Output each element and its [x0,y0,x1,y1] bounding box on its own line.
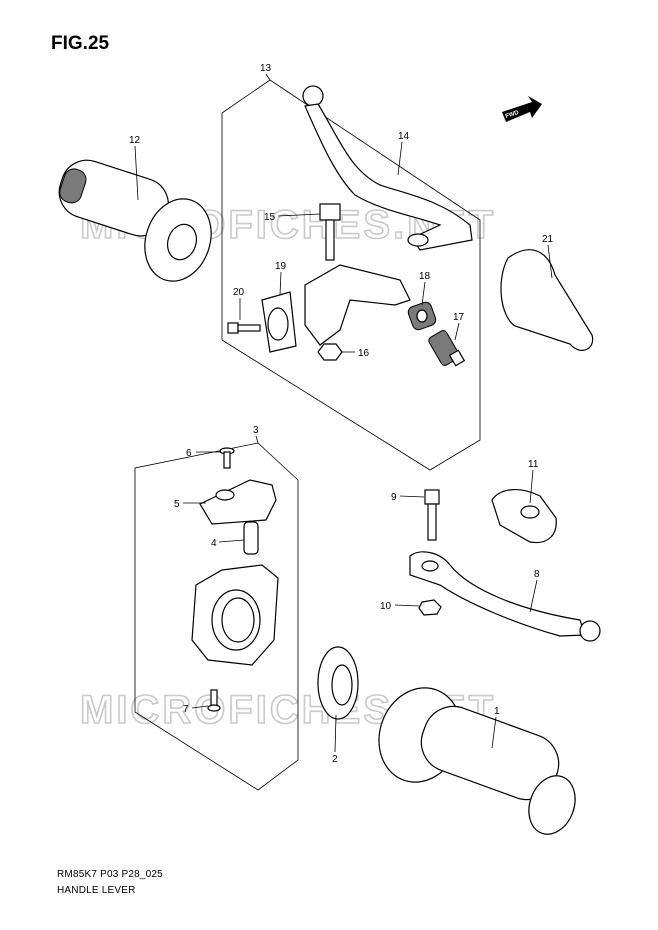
clamp-body-part [191,564,279,666]
throttle-pulley-part [317,646,359,720]
callout-5: 5 [174,499,180,510]
clamp-5-part [199,479,277,525]
callout-10: 10 [380,601,392,612]
figure-title: FIG.25 [51,33,110,54]
callout-11: 11 [528,459,539,470]
callout-18: 18 [419,271,431,282]
leader-lines [134,73,553,753]
nut-16-part [317,343,343,361]
collar-18-part [407,301,437,331]
callout-1: 1 [494,706,500,717]
figure-name: HANDLE LEVER [57,885,136,896]
assembly-3-outline [134,442,299,791]
callout-3: 3 [253,425,259,436]
clutch-lever-part [302,85,473,251]
callout-14: 14 [398,131,410,142]
callout-13: 13 [260,63,272,74]
callout-4: 4 [211,538,217,549]
adjuster-bolt-17-part [428,330,466,367]
bolt-15-part [319,203,341,261]
screw-20-part [227,322,261,334]
fwd-arrow-icon: FWD [502,96,542,122]
right-grip-part [378,687,576,835]
callout-19: 19 [275,261,287,272]
callout-17: 17 [453,312,465,323]
bolt-9-part [424,489,440,541]
figure-code: RM85K7 P03 P28_025 [57,869,163,880]
callout-20: 20 [233,287,245,298]
callout-9: 9 [391,492,397,503]
nut-10-part [418,599,442,616]
left-grip-part [58,159,212,282]
callout-6: 6 [186,448,192,459]
callout-16: 16 [358,348,370,359]
callout-7: 7 [183,704,189,715]
clip-4-part [243,521,259,555]
assembly-13-outline [221,79,481,471]
lever-cover-11-part [491,489,557,544]
callout-15: 15 [264,212,276,223]
callout-21: 21 [542,234,554,245]
screw-7-part [207,689,221,712]
callout-2: 2 [332,754,338,765]
callout-12: 12 [129,135,141,146]
brake-lever-part [409,551,601,642]
lever-bracket-part [261,264,411,353]
screw-6-part [219,447,235,469]
callout-8: 8 [534,569,540,580]
lever-cover-part [500,249,594,351]
fwd-label: FWD [505,110,520,120]
